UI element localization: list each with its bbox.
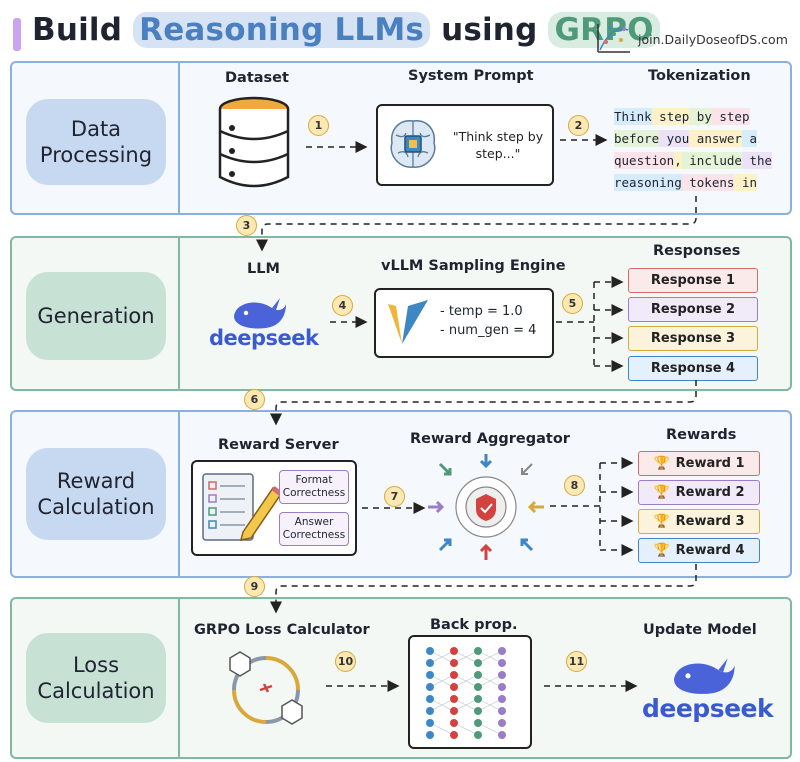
answer-correctness: Answer Correctness — [279, 512, 349, 546]
reward-3: 🏆 Reward 3 — [638, 509, 760, 534]
response-4: Response 4 — [628, 356, 758, 381]
checklist-pen-icon — [202, 473, 283, 541]
backprop-label: Back prop. — [430, 617, 518, 633]
reward-4-label: Reward 4 — [675, 543, 745, 558]
header: Build Reasoning LLMs using GRPO join.Dai… — [0, 0, 800, 60]
step-badge-6: 6 — [244, 389, 265, 410]
step-badge-7: 7 — [384, 486, 405, 507]
title-pre: Build — [32, 12, 123, 48]
response-1: Response 1 — [628, 268, 758, 293]
token: Think — [614, 108, 652, 125]
title-highlight-grpo: GRPO — [548, 12, 660, 48]
reward-server-label: Reward Server — [218, 437, 339, 453]
system-prompt-box: "Think step by step..." — [376, 104, 554, 186]
whale-icon — [674, 658, 735, 694]
token: question — [614, 152, 675, 169]
step-badge-11: 11 — [566, 651, 587, 672]
loss-cycle-icon — [229, 651, 303, 725]
system-prompt-label: System Prompt — [408, 68, 534, 84]
step-badge-9: 9 — [244, 576, 265, 597]
stage-reward-calculation: Reward Calculation — [26, 448, 166, 540]
token-line: reasoning tokens in — [614, 172, 772, 194]
step-badge-1: 1 — [308, 115, 329, 136]
deepseek-wordmark-update: deepseek — [642, 694, 774, 723]
deepseek-wordmark: deepseek — [209, 326, 319, 350]
step-badge-2: 2 — [568, 115, 589, 136]
token: the — [741, 152, 773, 169]
token: a — [741, 130, 758, 147]
engine-label: vLLM Sampling Engine — [381, 258, 566, 274]
token: step — [711, 108, 750, 125]
reward-2: 🏆 Reward 2 — [638, 480, 760, 505]
step-badge-8: 8 — [564, 475, 585, 496]
reward-2-label: Reward 2 — [675, 485, 745, 500]
token-line: before you answer a — [614, 128, 772, 150]
tokenization-label: Tokenization — [648, 68, 751, 84]
database-icon — [218, 96, 290, 188]
system-prompt-text: "Think step by step..." — [452, 129, 544, 161]
brand-logo-icon — [597, 24, 630, 53]
aggregator-target-icon — [428, 454, 544, 560]
token: answer — [689, 130, 742, 147]
panel-divider — [178, 63, 180, 213]
vllm-logo-icon — [388, 300, 428, 344]
brand-url[interactable]: join.DailyDoseofDS.com — [638, 32, 788, 47]
stage-loss-calculation: Loss Calculation — [26, 633, 166, 723]
reward-1-label: Reward 1 — [675, 456, 745, 471]
accent-bar — [13, 18, 21, 51]
dataset-label: Dataset — [225, 70, 289, 86]
reward-1: 🏆 Reward 1 — [638, 451, 760, 476]
step-badge-5: 5 — [562, 293, 583, 314]
rewards-label: Rewards — [666, 427, 737, 443]
update-model-label: Update Model — [643, 622, 757, 638]
title-mid: using — [441, 12, 538, 48]
trophy-icon: 🏆 — [653, 514, 670, 529]
step-badge-10: 10 — [335, 651, 356, 672]
token: by — [689, 108, 712, 125]
reward-server-box: Format Correctness Answer Correctness — [191, 460, 357, 556]
engine-box: - temp = 1.0 - num_gen = 4 — [374, 288, 554, 358]
stage-generation: Generation — [26, 272, 166, 360]
llm-label: LLM — [247, 261, 280, 277]
responses-label: Responses — [653, 243, 741, 259]
trophy-icon: 🏆 — [653, 456, 670, 471]
token: step — [651, 108, 690, 125]
token: before — [614, 130, 660, 147]
param-temp: - temp = 1.0 — [440, 304, 523, 319]
backprop-box — [408, 635, 532, 749]
token: include — [681, 152, 742, 169]
panel-loss-calculation: Loss Calculation — [10, 597, 792, 759]
panel-divider — [178, 412, 180, 576]
neural-network-icon — [426, 647, 506, 739]
token: , — [674, 152, 682, 169]
response-3: Response 3 — [628, 326, 758, 351]
whale-icon — [234, 298, 286, 329]
brand[interactable]: join.DailyDoseofDS.com — [594, 20, 794, 56]
token: in — [734, 174, 757, 191]
trophy-icon: 🏆 — [653, 485, 670, 500]
panel-divider — [178, 238, 180, 389]
token-line: question, include the — [614, 150, 773, 172]
panel-divider — [178, 599, 180, 757]
format-correctness: Format Correctness — [279, 470, 349, 504]
token: you — [659, 130, 690, 147]
aggregator-label: Reward Aggregator — [410, 431, 570, 447]
token: reasoning — [614, 174, 682, 191]
title-highlight-reasoning: Reasoning LLMs — [133, 12, 431, 48]
step-badge-4: 4 — [332, 295, 353, 316]
brain-chip-icon — [390, 120, 436, 168]
page-title: Build Reasoning LLMs using GRPO — [32, 12, 660, 48]
token-line: Think step by step — [614, 106, 772, 128]
stage-data-processing: Data Processing — [26, 99, 166, 185]
response-2: Response 2 — [628, 297, 758, 322]
loss-calculator-label: GRPO Loss Calculator — [194, 622, 370, 638]
reward-4: 🏆 Reward 4 — [638, 538, 760, 563]
token: tokens — [681, 174, 735, 191]
trophy-icon: 🏆 — [653, 543, 670, 558]
step-badge-3: 3 — [236, 215, 257, 236]
param-num-gen: - num_gen = 4 — [440, 323, 537, 338]
reward-3-label: Reward 3 — [675, 514, 745, 529]
